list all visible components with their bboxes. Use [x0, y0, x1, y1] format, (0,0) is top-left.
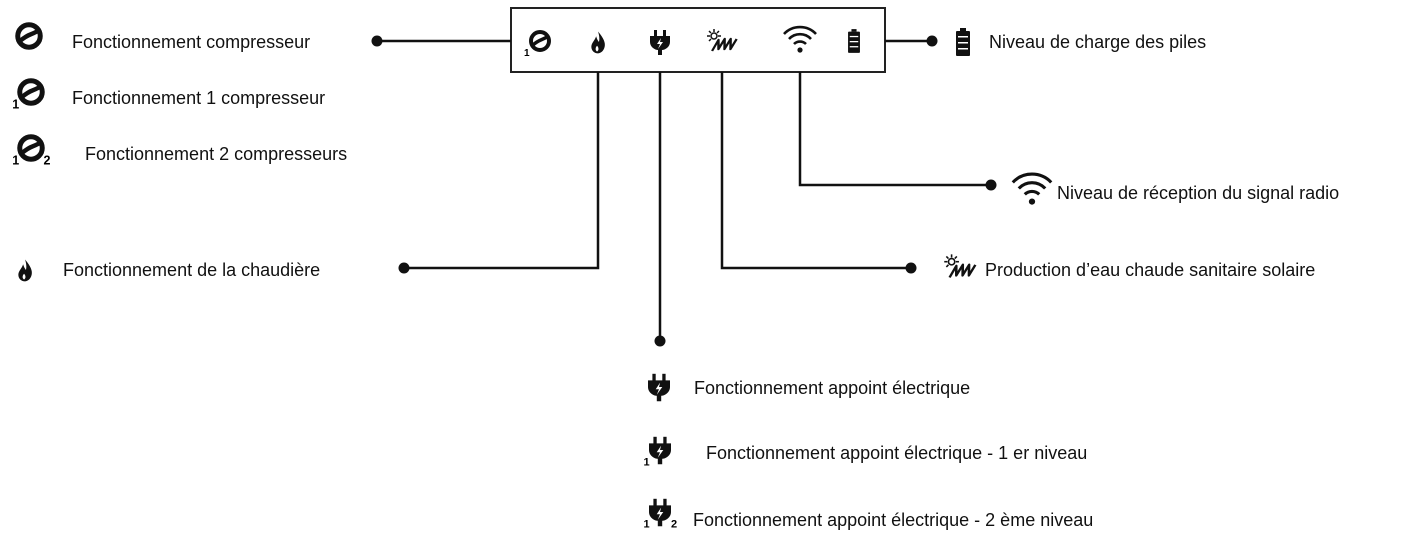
legend-flame-icon	[18, 259, 32, 282]
dot-radio	[985, 179, 997, 191]
line-solaire	[720, 72, 910, 270]
label-chaudiere: Fonctionnement de la chaudière	[63, 260, 321, 280]
label-compresseur-2: Fonctionnement 2 compresseurs	[85, 144, 348, 164]
legend-compressor-2-icon: 1 2	[12, 137, 51, 167]
label-appoint-2: Fonctionnement appoint électrique - 2 èm…	[693, 510, 1094, 530]
dot-chaudiere	[398, 262, 410, 274]
compressor-1-icon: 1	[524, 30, 551, 59]
label-compresseur: Fonctionnement compresseur	[72, 32, 311, 52]
legend-plug-2-index-b: 2	[671, 518, 677, 530]
legend-plug-1-icon: 1	[644, 436, 671, 468]
line-radio	[798, 72, 990, 187]
connector-lines	[380, 39, 990, 342]
battery-icon	[848, 29, 860, 53]
label-solaire: Production d’eau chaude sanitaire solair…	[985, 260, 1316, 280]
legend-compressor-2-index-b: 2	[44, 153, 51, 167]
legend-plug-2-index-a: 1	[644, 518, 650, 530]
label-appoint-1: Fonctionnement appoint électrique - 1 er…	[706, 443, 1088, 463]
legend-battery-icon	[956, 28, 970, 56]
legend-compressor-1-icon: 1	[12, 81, 42, 111]
dot-compresseur	[371, 35, 383, 47]
label-appoint: Fonctionnement appoint électrique	[694, 378, 971, 398]
legend-plug-icon	[648, 373, 670, 402]
label-radio: Niveau de réception du signal radio	[1057, 183, 1340, 203]
compressor-index: 1	[524, 48, 530, 59]
legend-compressor-2-index-a: 1	[12, 153, 19, 167]
dot-solaire	[905, 262, 917, 274]
legend-compressor-icon	[18, 25, 41, 48]
connector-dots	[371, 35, 997, 347]
dot-appoint	[654, 335, 666, 347]
display-panel	[510, 7, 886, 73]
line-chaudiere	[404, 72, 600, 270]
label-piles: Niveau de charge des piles	[989, 32, 1207, 52]
label-compresseur-1: Fonctionnement 1 compresseur	[72, 88, 326, 108]
legend-compressor-1-index: 1	[12, 97, 19, 111]
legend-plug-2-icon: 1 2	[644, 498, 677, 530]
dot-piles	[926, 35, 938, 47]
legend-solar-icon	[942, 253, 977, 279]
legend-wifi-icon	[1011, 172, 1053, 207]
legend-plug-1-index: 1	[644, 456, 650, 468]
